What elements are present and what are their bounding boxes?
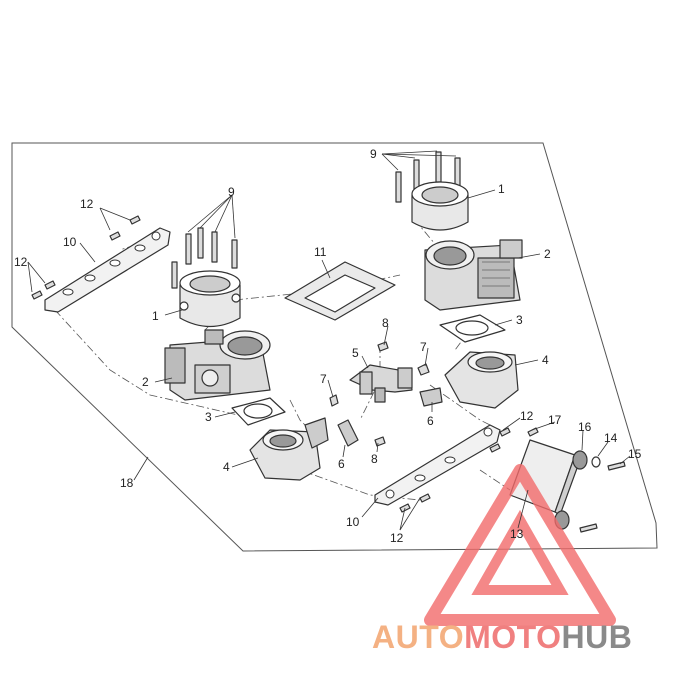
- callout-17: 17: [548, 413, 562, 427]
- watermark-logo: [424, 464, 616, 626]
- intake-adapter-right: [444, 351, 519, 409]
- callout-12: 12: [14, 255, 28, 269]
- callout-9: 9: [370, 147, 377, 161]
- callout-3: 3: [516, 313, 523, 327]
- throttle-body-right: [424, 239, 523, 311]
- callout-16: 16: [578, 420, 592, 434]
- callout-8: 8: [371, 452, 378, 466]
- callout-3: 3: [205, 410, 212, 424]
- bolts-12-left: [31, 215, 141, 300]
- throttle-body-left: [164, 329, 271, 401]
- callout-4: 4: [542, 353, 549, 367]
- rail-plate-right: [374, 424, 501, 506]
- callout-11: 11: [314, 245, 327, 259]
- gasket-left: [231, 397, 286, 426]
- leader-lines: [27, 150, 631, 531]
- callout-1: 1: [152, 309, 159, 323]
- callout-1: 1: [498, 182, 505, 196]
- callout-14: 14: [604, 431, 618, 445]
- callout-12: 12: [80, 197, 94, 211]
- watermark-text: AUTOMOTOHUB: [372, 619, 632, 655]
- ecu-module: [509, 439, 581, 516]
- callouts: 12 10 12 9 1 2 3 4 18 11 9 1 2 3 4 5 8 7…: [14, 147, 642, 545]
- small-screws: [329, 341, 430, 447]
- intake-flange-left: [179, 270, 241, 327]
- watermark-triangle: [424, 464, 616, 626]
- kit-boundary: [11, 142, 658, 552]
- callout-15: 15: [628, 447, 642, 461]
- callout-7: 7: [420, 340, 427, 354]
- callout-13: 13: [510, 527, 524, 541]
- watermark-hub: HUB: [561, 619, 632, 655]
- bolts-9-left: [171, 227, 238, 289]
- watermark-auto: AUTO: [372, 619, 464, 655]
- callout-5: 5: [352, 346, 359, 360]
- center-plate: [284, 261, 396, 321]
- callout-9: 9: [228, 185, 235, 199]
- rail-plate-left: [44, 227, 171, 313]
- callout-2: 2: [544, 247, 551, 261]
- callout-6: 6: [427, 414, 434, 428]
- callout-8: 8: [382, 316, 389, 330]
- callout-12: 12: [390, 531, 404, 545]
- watermark-triangle-inner: [471, 509, 569, 595]
- callout-2: 2: [142, 375, 149, 389]
- fuel-manifold: [349, 364, 413, 403]
- callout-10: 10: [346, 515, 360, 529]
- callout-12: 12: [520, 409, 534, 423]
- ecu-fasteners: [527, 427, 626, 533]
- injectors: [337, 387, 443, 447]
- callout-18: 18: [120, 476, 134, 490]
- callout-4: 4: [223, 460, 230, 474]
- gasket-right: [439, 314, 506, 343]
- callout-6: 6: [338, 457, 345, 471]
- callout-7: 7: [320, 372, 327, 386]
- intake-adapter-left: [249, 417, 329, 481]
- intake-flange-right: [411, 181, 469, 231]
- watermark-moto: MOTO: [464, 619, 561, 655]
- callout-10: 10: [63, 235, 77, 249]
